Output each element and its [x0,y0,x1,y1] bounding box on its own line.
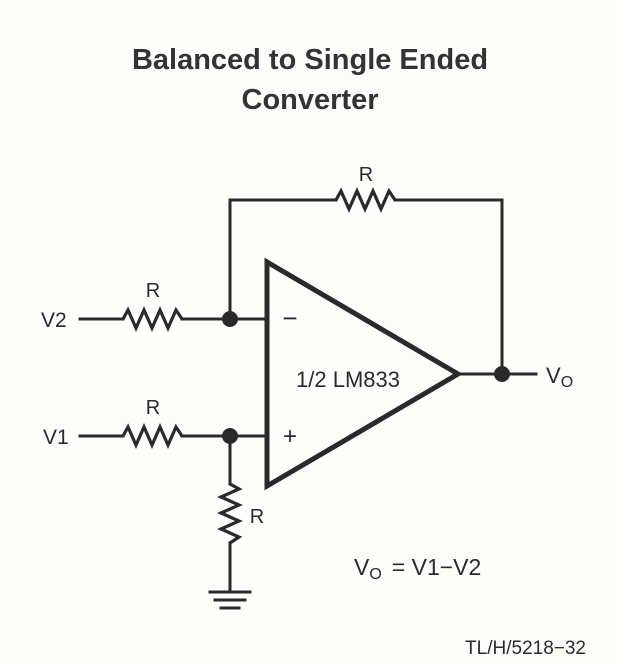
op-amp-label: 1/2 LM833 [296,367,400,392]
inverting-junction-dot [222,311,238,327]
ground-icon [208,590,252,610]
equation-rhs: = V1−V2 [392,554,482,580]
title-line-1: Balanced to Single Ended [131,44,489,76]
output-junction-dot [494,366,510,382]
diagram-title: Balanced to Single Ended Converter [0,40,620,120]
v2-input-label: V2 [41,309,67,332]
title-line-2: Converter [241,84,379,116]
figure-id: TL/H/5218−32 [465,638,586,659]
equation-vo-subscript: O [369,566,381,583]
v1-resistor-label: R [146,397,160,419]
output-equation: VO = V1−V2 [354,554,481,583]
v2-resistor [121,306,184,332]
op-amp-triangle [264,257,463,491]
inverting-input-sign: − [282,303,297,333]
feedback-wire-left [228,198,338,321]
output-label-subscript: O [561,374,573,391]
v1-input-label: V1 [43,426,69,449]
output-label: VO [546,363,573,391]
feedback-wire-right [393,198,504,376]
noninverting-input-sign: + [283,423,297,450]
ground-resistor [217,482,243,545]
v1-resistor [121,423,184,449]
equation-vo-main: V [354,554,370,580]
feedback-resistor-label: R [359,164,373,186]
ground-resistor-label: R [250,506,264,528]
output-label-main: V [546,363,561,388]
v2-resistor-label: R [146,280,160,302]
feedback-resistor [334,187,397,213]
